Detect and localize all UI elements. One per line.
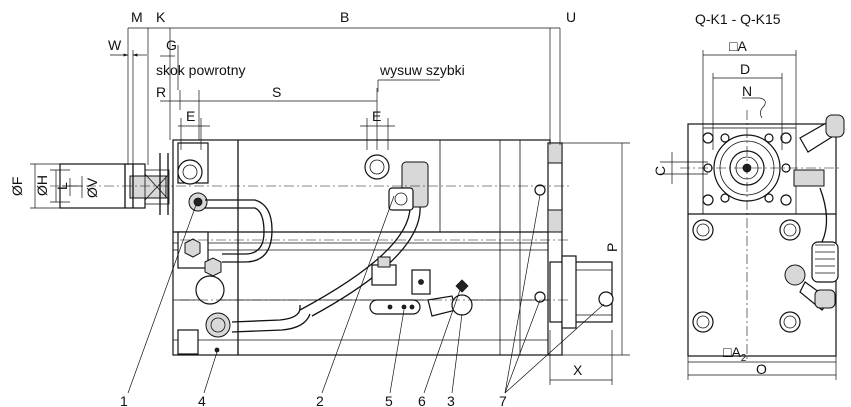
view-title: Q-K1 - Q-K15 (695, 11, 781, 27)
end-view: Q-K1 - Q-K15 (652, 11, 845, 380)
callout-4: 4 (198, 393, 206, 407)
dim-V: ØV (84, 177, 100, 198)
dim-A2: □A2 (723, 344, 747, 364)
callout-1: 1 (120, 393, 128, 407)
cylinder-body (172, 139, 613, 356)
dim-A: □A (729, 38, 747, 54)
dim-K: K (156, 9, 166, 25)
dim-P: P (604, 243, 620, 252)
mounting-points (214, 184, 614, 353)
callout-6: 6 (418, 393, 426, 407)
dim-F: ØF (9, 177, 25, 196)
dim-O: O (756, 361, 767, 377)
label-wysuw-szybki: wysuw szybki (379, 62, 465, 78)
dim-N: N (742, 83, 752, 99)
dim-X: X (573, 362, 583, 378)
dim-E-right: E (372, 108, 381, 124)
dim-L: L (54, 182, 70, 190)
dim-U: U (566, 9, 576, 25)
callout-leaders (127, 194, 605, 394)
callout-7: 7 (499, 393, 507, 407)
tubing (205, 161, 429, 333)
dim-B: B (340, 9, 349, 25)
dim-E-left: E (186, 108, 195, 124)
dimensions-side (30, 27, 630, 385)
callout-5: 5 (385, 393, 393, 407)
dim-C: C (652, 166, 668, 176)
end-holes (692, 219, 806, 333)
dim-D: D (740, 61, 750, 77)
label-skok-powrotny: skok powrotny (156, 62, 245, 78)
dim-S: S (272, 84, 281, 100)
dim-H: ØH (34, 175, 50, 196)
end-fittings (793, 114, 845, 311)
dim-W: W (108, 37, 122, 53)
dim-G: G (166, 37, 177, 53)
dim-M: M (131, 9, 143, 25)
callout-3: 3 (447, 393, 455, 407)
dimensions-end (660, 50, 837, 380)
dim-R: R (156, 84, 166, 100)
ports (177, 154, 390, 338)
piston-rod (59, 153, 170, 215)
side-view: M K B U W G skok powrotny wysuw szybki R… (9, 9, 630, 407)
callout-2: 2 (316, 393, 324, 407)
